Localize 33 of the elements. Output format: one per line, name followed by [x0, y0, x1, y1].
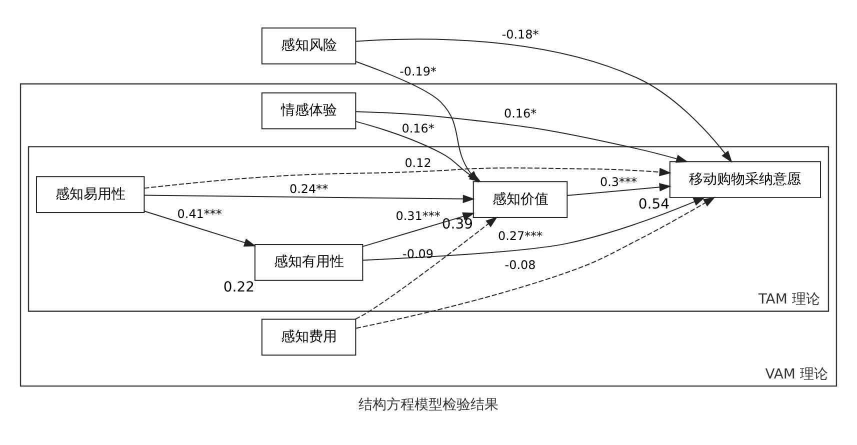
node-box: 感知有用性	[254, 244, 364, 281]
arrow	[144, 194, 475, 204]
arrow	[355, 38, 732, 163]
edge-label: 0.16*	[504, 106, 537, 120]
node-label: 0.54	[638, 196, 670, 213]
node-label: 0.22	[223, 280, 255, 296]
caption: 结构方程模型检验结果	[358, 397, 498, 414]
arrow	[355, 60, 479, 183]
arrow	[566, 183, 672, 196]
node-box: 感知风险	[261, 28, 356, 64]
edge-label: 0.3***	[600, 175, 637, 190]
arrow	[362, 197, 706, 261]
node-label: 0.39	[442, 216, 473, 233]
arrow	[144, 167, 672, 189]
arrow	[144, 210, 256, 247]
arrow	[355, 111, 688, 163]
edge-label: 0.24**	[290, 182, 328, 196]
arrow	[356, 196, 716, 329]
edge-label: 0.12	[404, 156, 432, 170]
edge-label: 0.27***	[498, 229, 543, 244]
edge-label: 0.41***	[177, 207, 222, 222]
node-box: 情感体验	[261, 92, 356, 130]
arrow	[354, 216, 498, 320]
edge-label: -0.19*	[400, 64, 436, 78]
arrow	[362, 212, 475, 247]
node-box: 感知易用性	[36, 176, 145, 214]
node-box: 感知价值	[472, 181, 568, 218]
edge-label: -0.18*	[502, 28, 539, 42]
node-box: 移动购物采纳意愿	[669, 161, 822, 198]
edge-label: 0.31***	[396, 209, 440, 224]
edge-label: 0.16*	[402, 121, 434, 136]
node-box: 感知费用	[261, 318, 356, 356]
edge-label: -0.08	[504, 258, 536, 272]
